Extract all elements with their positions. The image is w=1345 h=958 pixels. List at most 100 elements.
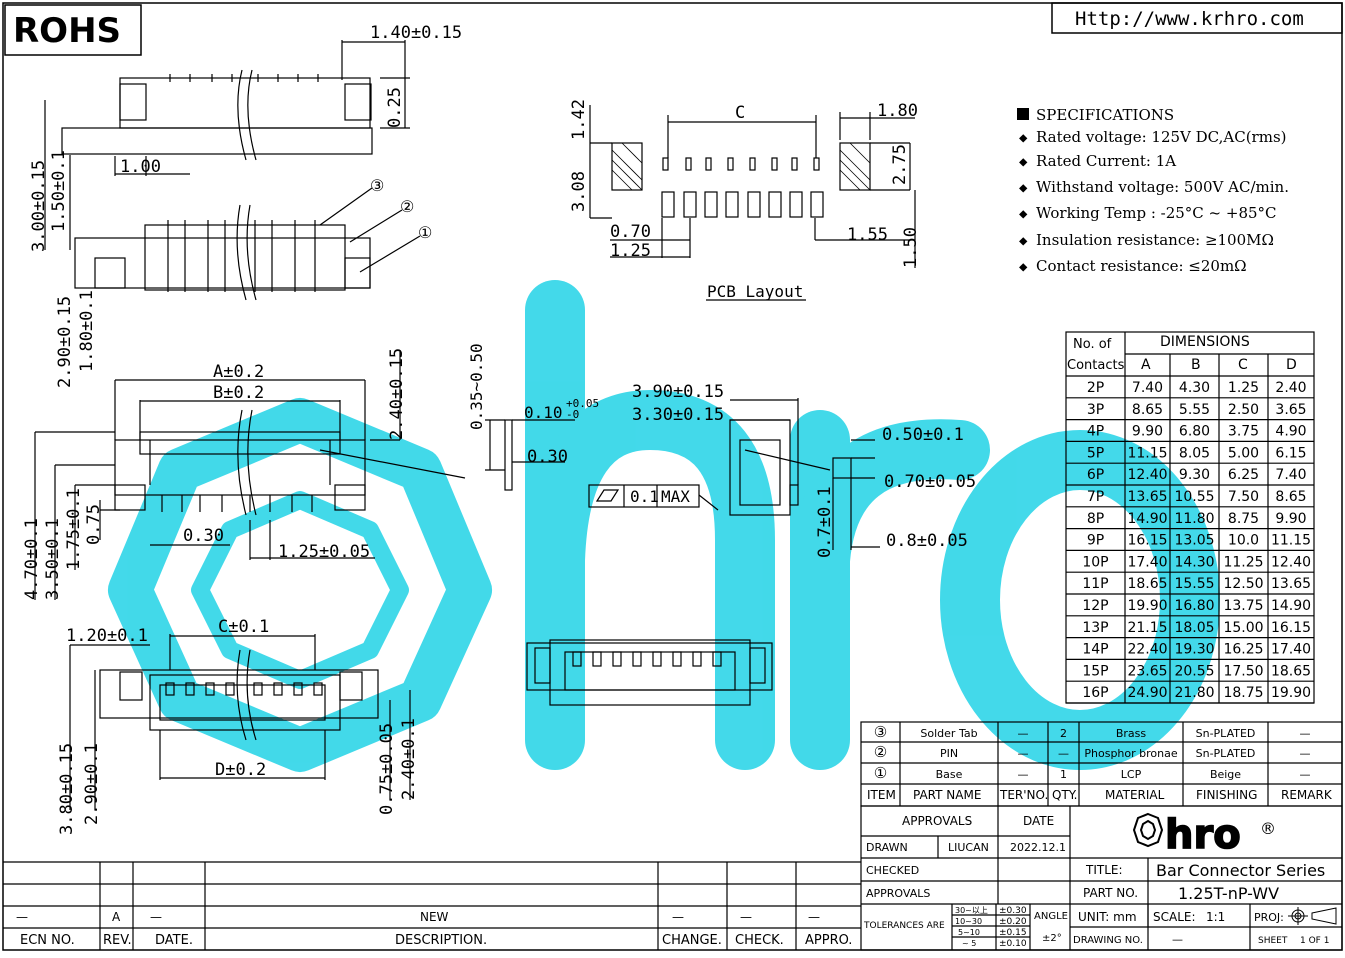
table-cell: 5.55 (1179, 402, 1210, 418)
tb-unit: UNIT: mm (1078, 910, 1137, 924)
pcb-layout-title: PCB Layout (707, 282, 803, 301)
tb-part-value: 1.25T-nP-WV (1178, 884, 1279, 903)
table-cell: 17.40 (1127, 554, 1167, 570)
table-cell: 4.90 (1275, 424, 1306, 440)
product-outline-drawing (526, 639, 773, 706)
table-cell: 6.15 (1275, 445, 1306, 461)
pcb-dim-c: C (735, 103, 745, 123)
specs-title: SPECIFICATIONS (1036, 106, 1174, 124)
rohs-label: ROHS (4, 4, 142, 56)
tb-drawing-no-value: — (1172, 933, 1183, 946)
table-cell: 9.30 (1179, 467, 1210, 483)
table-cell: 12.40 (1127, 467, 1167, 483)
table-cell: 14.30 (1174, 554, 1214, 570)
parts-cell: 1 (1060, 768, 1067, 781)
dim-section-tip: 0.50±0.1 (882, 425, 964, 445)
spec-item: Contact resistance: ≤20mΩ (1036, 257, 1247, 275)
table-cell: 19.90 (1127, 598, 1167, 614)
logo-text: hro (1165, 812, 1241, 858)
hro-watermark-logo (108, 280, 1220, 772)
table-cell: 3.65 (1275, 402, 1306, 418)
table-row-contacts: 10P (1082, 554, 1108, 570)
table-cell: 19.90 (1271, 685, 1311, 701)
dim-top-width: 1.40±0.15 (370, 23, 462, 43)
parts-cell: Sn-PLATED (1196, 727, 1256, 740)
table-cell: 8.65 (1275, 489, 1306, 505)
tb-tol-value: ±0.20 (999, 917, 1027, 927)
website-url: Http://www.krhro.com (1075, 8, 1304, 30)
table-cell: 24.90 (1127, 685, 1167, 701)
parts-cell: LCP (1121, 768, 1142, 781)
tb-tol-range: 10~30 (955, 917, 982, 926)
rev-header-appro: APPRO. (805, 933, 852, 948)
table-cell: 16.15 (1127, 533, 1167, 549)
table-col-d: D (1286, 357, 1297, 373)
table-cell: 21.15 (1127, 620, 1167, 636)
table-col-a: A (1141, 357, 1151, 373)
table-row-contacts: 15P (1082, 663, 1108, 679)
table-row-contacts: 5P (1087, 445, 1104, 461)
tb-scale-label: SCALE: (1153, 910, 1196, 924)
tb-date-header: DATE (1023, 814, 1054, 828)
table-cell: 1.25 (1228, 380, 1259, 396)
table-cell: 22.40 (1127, 642, 1167, 658)
table-cell: 14.90 (1127, 511, 1167, 527)
table-cell: 18.75 (1223, 685, 1263, 701)
table-cell: 16.25 (1223, 642, 1263, 658)
pcb-dim-pad-w: 1.80 (877, 101, 918, 121)
tb-tol-value: ±0.30 (999, 906, 1027, 916)
table-cell: 13.65 (1127, 489, 1167, 505)
table-cell: 15.00 (1223, 620, 1263, 636)
table-row-contacts: 2P (1087, 380, 1104, 396)
table-cell: 9.90 (1132, 424, 1163, 440)
table-row-contacts: 6P (1087, 467, 1104, 483)
table-cell: 8.05 (1179, 445, 1210, 461)
dim-bottom-tab: 1.20±0.1 (66, 626, 148, 646)
parts-cell: Beige (1210, 768, 1241, 781)
dim-b: B±0.2 (213, 383, 264, 403)
dim-base-offset: 1.00 (120, 157, 161, 177)
table-cell: 4.30 (1179, 380, 1210, 396)
tb-angle-value: ±2° (1042, 933, 1062, 944)
bullet-icon: ◆ (1019, 154, 1028, 170)
projection-symbol-icon (1288, 907, 1337, 925)
table-col-c: C (1238, 357, 1248, 373)
table-row-contacts: 11P (1082, 576, 1108, 592)
dim-pin-width: 0.30 (527, 447, 568, 467)
table-row-contacts: 4P (1087, 424, 1104, 440)
tb-drawing-no-label: DRAWING NO. (1073, 935, 1143, 946)
specifications-block: SPECIFICATIONS ◆ Rated voltage: 125V DC,… (1017, 106, 1289, 275)
tb-tol-range: 5~10 (958, 928, 980, 937)
tb-part-label: PART NO. (1083, 886, 1138, 900)
table-cell: 20.55 (1174, 663, 1214, 679)
table-cell: 2.50 (1228, 402, 1259, 418)
table-cell: 17.50 (1223, 663, 1263, 679)
table-cell: 9.90 (1275, 511, 1306, 527)
table-cell: 8.75 (1228, 511, 1259, 527)
table-cell: 15.55 (1174, 576, 1214, 592)
parts-cell: Base (936, 768, 963, 781)
dim-section-height: 0.7±0.1 (815, 486, 835, 558)
table-cell: 19.30 (1174, 642, 1214, 658)
spec-item: Working Temp : -25°C ~ +85°C (1036, 204, 1277, 222)
dim-pin-range: 0.35~0.50 (467, 343, 486, 430)
tb-title-label: TITLE: (1085, 863, 1123, 877)
table-cell: 13.65 (1271, 576, 1311, 592)
parts-header-item: ITEM (867, 788, 896, 802)
dim-bottom-h3: 0.75±0.05 (377, 723, 397, 815)
tb-drawn-date: 2022.12.1 (1010, 841, 1066, 854)
tb-tolerances-label: TOLERANCES ARE (863, 921, 945, 931)
table-cell: 8.65 (1132, 402, 1163, 418)
dim-a: A±0.2 (213, 362, 264, 382)
parts-cell: Sn-PLATED (1196, 747, 1256, 760)
table-col-b: B (1191, 357, 1201, 373)
callout-1: ① (418, 223, 432, 242)
parts-cell: Solder Tab (920, 727, 977, 740)
parts-cell: — (1018, 768, 1029, 781)
parts-header-ter: TER'NO. (999, 788, 1048, 802)
table-cell: 7.40 (1275, 467, 1306, 483)
parts-cell: — (1300, 768, 1311, 781)
table-cell: 12.50 (1223, 576, 1263, 592)
